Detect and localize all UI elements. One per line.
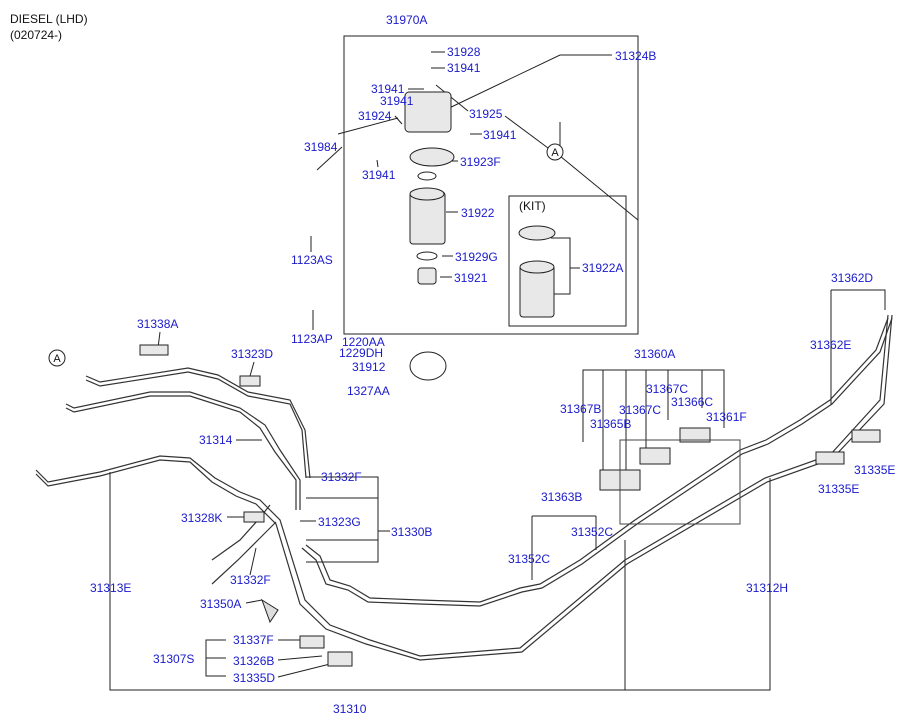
part-label-31928[interactable]: 31928	[447, 45, 481, 59]
diagram-subtitle: (020724-)	[10, 28, 63, 42]
part-label-31929g[interactable]: 31929G	[455, 250, 498, 264]
part-label-31330b[interactable]: 31330B	[391, 525, 432, 539]
part-label-31352c[interactable]: 31352C	[571, 525, 613, 539]
ref-circle-top: A	[546, 143, 564, 161]
part-label-1327aa[interactable]: 1327AA	[347, 384, 390, 398]
part-label-31362e[interactable]: 31362E	[810, 338, 851, 352]
filter-head-shape	[404, 91, 452, 133]
kit-label: (KIT)	[519, 199, 546, 213]
part-label-31310[interactable]: 31310	[333, 702, 367, 716]
part-label-31313e[interactable]: 31313E	[90, 581, 131, 595]
part-label-31335e[interactable]: 31335E	[818, 482, 859, 496]
filter-cap-shape	[409, 147, 455, 167]
part-label-31924[interactable]: 31924	[358, 109, 392, 123]
part-label-31350a[interactable]: 31350A	[200, 597, 241, 611]
part-label-31314[interactable]: 31314	[199, 433, 233, 447]
part-label-31923f[interactable]: 31923F	[460, 155, 501, 169]
part-label-1123ap[interactable]: 1123AP	[291, 332, 333, 346]
part-label-31307s[interactable]: 31307S	[153, 652, 194, 666]
part-label-31366c[interactable]: 31366C	[671, 395, 713, 409]
part-label-31332f[interactable]: 31332F	[230, 573, 271, 587]
part-label-31335e[interactable]: 31335E	[854, 463, 895, 477]
part-label-31360a[interactable]: 31360A	[634, 347, 675, 361]
part-label-31367b[interactable]: 31367B	[560, 402, 601, 416]
part-label-31337f[interactable]: 31337F	[233, 633, 274, 647]
part-label-31367c[interactable]: 31367C	[646, 382, 688, 396]
part-label-31335d[interactable]: 31335D	[233, 671, 275, 685]
part-label-1220aa[interactable]: 1220AA	[342, 335, 385, 349]
part-label-31352c[interactable]: 31352C	[508, 552, 550, 566]
filter-assembly-frame	[343, 35, 639, 335]
part-label-31361f[interactable]: 31361F	[706, 410, 747, 424]
part-label-31323g[interactable]: 31323G	[318, 515, 361, 529]
part-label-31328k[interactable]: 31328K	[181, 511, 222, 525]
kit-frame	[508, 195, 627, 327]
part-label-31323d[interactable]: 31323D	[231, 347, 273, 361]
part-label-1123as[interactable]: 1123AS	[291, 253, 333, 267]
part-label-31363b[interactable]: 31363B	[541, 490, 582, 504]
part-label-31362d[interactable]: 31362D	[831, 271, 873, 285]
part-label-31922[interactable]: 31922	[461, 206, 495, 220]
ref-letter-left: A	[53, 353, 61, 365]
part-label-31941[interactable]: 31941	[380, 94, 414, 108]
part-label-31921[interactable]: 31921	[454, 271, 488, 285]
part-label-31912[interactable]: 31912	[352, 360, 386, 374]
part-label-31922a[interactable]: 31922A	[582, 261, 623, 275]
part-label-31332f[interactable]: 31332F	[321, 470, 362, 484]
part-label-31941[interactable]: 31941	[447, 61, 481, 75]
ref-circle-left: A	[48, 349, 66, 367]
part-label-31984[interactable]: 31984	[304, 140, 338, 154]
part-label-31925[interactable]: 31925	[469, 107, 503, 121]
clamp-band-shape	[409, 351, 447, 381]
part-label-31326b[interactable]: 31326B	[233, 654, 274, 668]
part-label-31941[interactable]: 31941	[483, 128, 517, 142]
part-label-31941[interactable]: 31941	[371, 82, 405, 96]
part-label-31312h[interactable]: 31312H	[746, 581, 788, 595]
diagram-title: DIESEL (LHD)	[10, 12, 88, 26]
part-label-31338a[interactable]: 31338A	[137, 317, 178, 331]
part-label-31365b[interactable]: 31365B	[590, 417, 631, 431]
part-label-31970a[interactable]: 31970A	[386, 13, 427, 27]
part-label-1229dh[interactable]: 1229DH	[339, 346, 383, 360]
part-label-31941[interactable]: 31941	[362, 168, 396, 182]
part-label-31324b[interactable]: 31324B	[615, 49, 656, 63]
part-label-31367c[interactable]: 31367C	[619, 403, 661, 417]
ref-letter-top: A	[551, 147, 559, 159]
